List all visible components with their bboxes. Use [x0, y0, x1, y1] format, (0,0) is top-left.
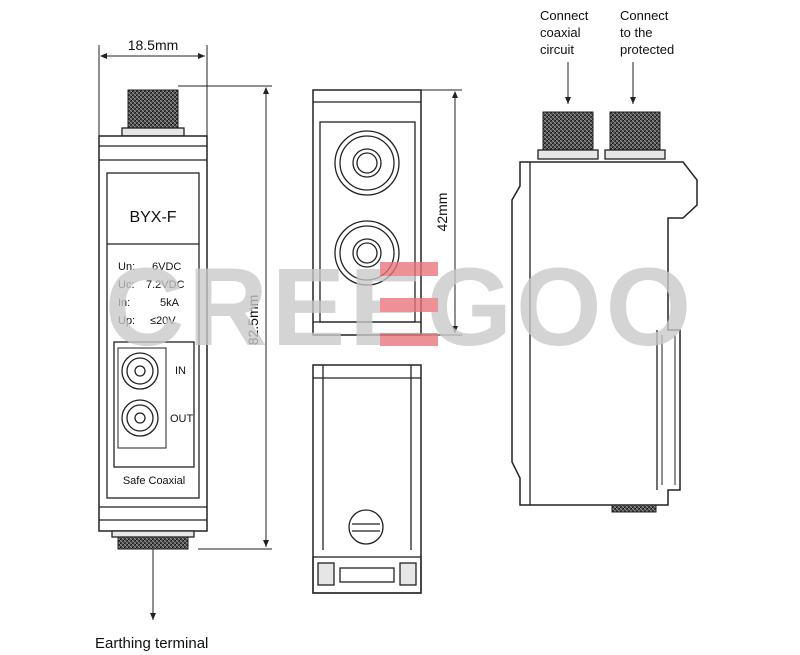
top-view-connector-1 [334, 130, 400, 196]
connect-protected-line1: Connect [620, 8, 669, 23]
watermark-logo: CREEGOO [105, 246, 691, 369]
side-body-outline [511, 161, 698, 506]
bottom-view-body [312, 364, 422, 594]
connect-coax-line2: coaxial [540, 25, 581, 40]
spec-up-key: Up: [118, 315, 135, 327]
side-connector-coax-base [537, 149, 599, 160]
port-out-label: OUT [170, 413, 194, 425]
port-window [113, 341, 195, 468]
spec-in-value: 5kA [160, 297, 180, 309]
earth-stud-knurl [117, 536, 189, 550]
bottom-view [312, 364, 422, 594]
width-dimension-label: 18.5mm [128, 37, 179, 53]
bnc-port-out [121, 399, 159, 437]
side-connector-coax-knurl [542, 111, 594, 151]
model-label: BYX-F [129, 209, 176, 226]
watermark-accent-bars [380, 262, 438, 346]
depth-dimension: 42mm [421, 89, 462, 336]
width-dimension: 18.5mm [98, 37, 208, 136]
top-view-connector-2 [334, 220, 400, 286]
top-connector-base [121, 127, 185, 137]
depth-dimension-label: 42mm [434, 193, 450, 232]
front-view: BYX-F Un: 6VDC Uc: 7.2VDC In: 5kA Up: ≤2… [98, 89, 208, 550]
callout-protected: Connect to the protected [620, 8, 674, 104]
spec-uc-key: Uc: [118, 279, 135, 291]
ground-screw [348, 509, 384, 545]
spec-un-key: Un: [118, 261, 135, 273]
bnc-port-in [121, 352, 159, 390]
spec-uc-value: 7.2VDC [146, 279, 185, 291]
connect-protected-line3: protected [620, 42, 674, 57]
connect-protected-line2: to the [620, 25, 653, 40]
top-view [312, 89, 422, 336]
label-panel [106, 172, 200, 499]
connect-coax-line1: Connect [540, 8, 589, 23]
top-connector-knurl [127, 89, 179, 129]
spec-in-key: In: [118, 297, 130, 309]
earthing-label: Earthing terminal [95, 635, 208, 652]
side-connector-protected-knurl [609, 111, 661, 151]
din-clip [312, 556, 422, 594]
side-connector-protected-base [604, 149, 666, 160]
spec-up-value: ≤20V [150, 315, 176, 327]
height-dimension-label: 82.5mm [245, 295, 261, 346]
connect-coax-line3: circuit [540, 42, 574, 57]
earth-stud-base [111, 530, 195, 538]
port-in-label: IN [175, 365, 186, 377]
spec-un-value: 6VDC [152, 261, 181, 273]
footer-label: Safe Coaxial [123, 475, 185, 487]
height-dimension: 82.5mm [178, 85, 272, 550]
side-view [511, 111, 698, 513]
callout-coax: Connect coaxial circuit [540, 8, 589, 104]
side-earth-stud [611, 504, 657, 513]
